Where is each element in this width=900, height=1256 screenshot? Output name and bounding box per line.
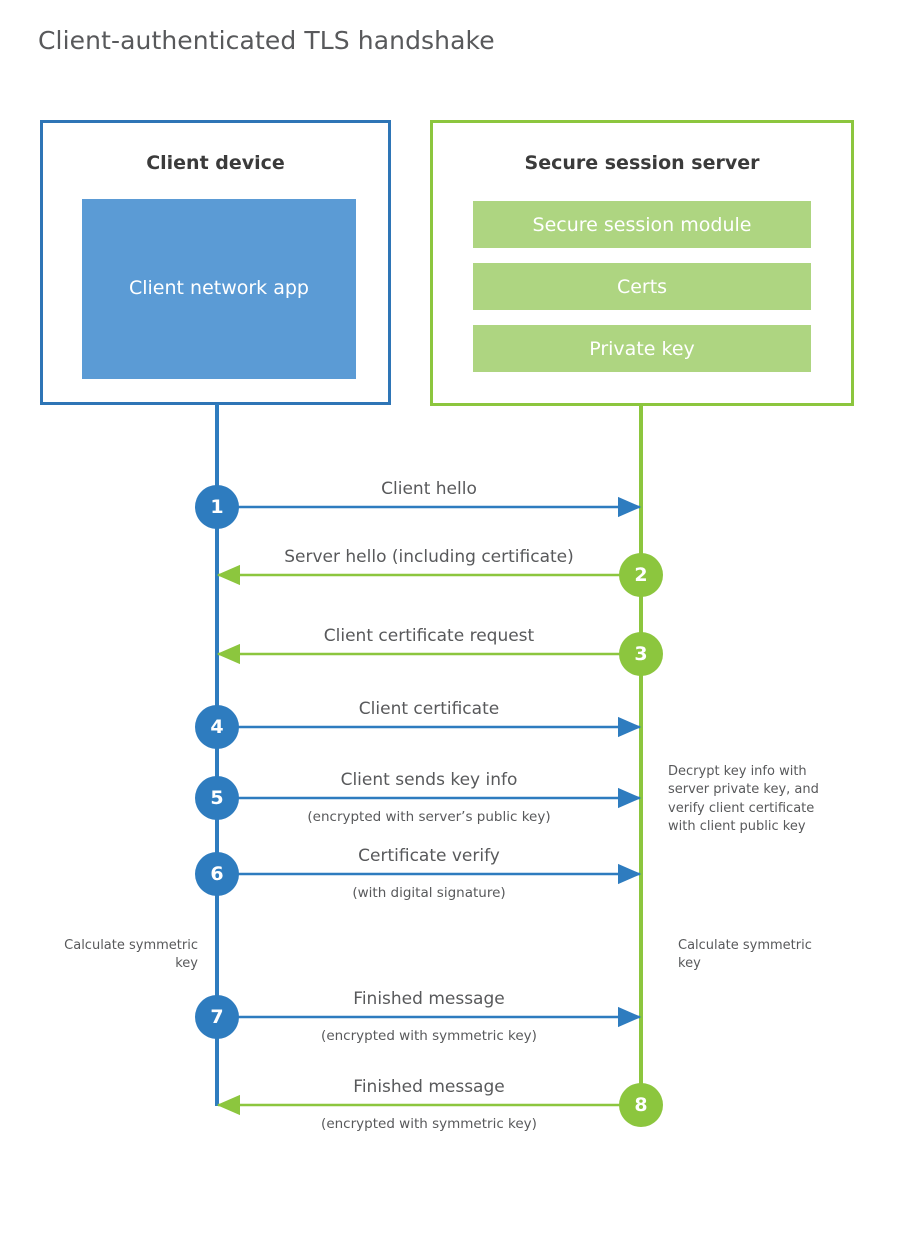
step-badge-4[interactable]: 4 (195, 705, 239, 749)
secure-session-server-box: Secure session server Secure session mod… (430, 120, 854, 406)
step-badge-8[interactable]: 8 (619, 1083, 663, 1127)
message-sublabel-8: (encrypted with symmetric key) (321, 1116, 537, 1132)
note-server-calculate-symmetric-key: Calculate symmetric key (678, 938, 812, 972)
note-client-calculate-symmetric-key: Calculate symmetric key (64, 938, 198, 972)
step-badge-5[interactable]: 5 (195, 776, 239, 820)
server-component-certs: Certs (473, 263, 811, 310)
message-label-2: Server hello (including certificate) (284, 547, 574, 567)
message-label-3: Client certificate request (323, 626, 535, 646)
message-label-7: Finished message (353, 989, 505, 1009)
message-sublabel-5: (encrypted with server’s public key) (307, 809, 551, 825)
step-badge-2[interactable]: 2 (619, 553, 663, 597)
message-label-4: Client certificate (358, 699, 500, 719)
message-label-8: Finished message (353, 1077, 505, 1097)
page-title: Client-authenticated TLS handshake (38, 26, 495, 55)
step-badge-1[interactable]: 1 (195, 485, 239, 529)
step-badge-6[interactable]: 6 (195, 852, 239, 896)
step-badge-7[interactable]: 7 (195, 995, 239, 1039)
client-device-box: Client device Client network app (40, 120, 391, 405)
message-label-6: Certificate verify (358, 846, 500, 866)
secure-session-server-title: Secure session server (524, 152, 760, 174)
message-label-5: Client sends key info (340, 770, 518, 790)
server-component-secure-session-module: Secure session module (473, 201, 811, 248)
server-component-private-key: Private key (473, 325, 811, 372)
client-device-title: Client device (146, 152, 285, 174)
message-sublabel-6: (with digital signature) (352, 885, 506, 901)
client-network-app-block: Client network app (82, 199, 356, 379)
message-sublabel-7: (encrypted with symmetric key) (321, 1028, 537, 1044)
message-label-1: Client hello (381, 479, 477, 499)
note-server-decrypt: Decrypt key info with server private key… (668, 764, 819, 835)
step-badge-3[interactable]: 3 (619, 632, 663, 676)
